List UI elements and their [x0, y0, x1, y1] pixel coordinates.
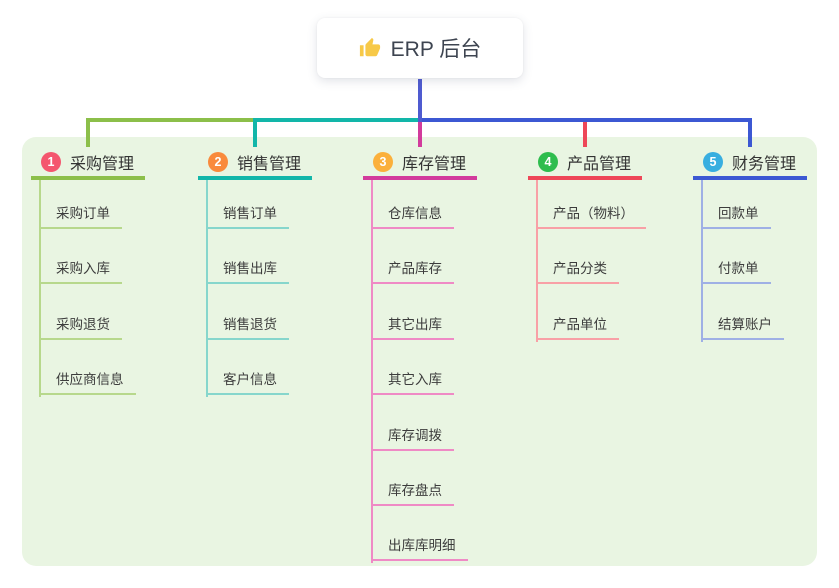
- branch-number-badge: 3: [373, 152, 393, 172]
- bus-line-mid: [255, 118, 418, 122]
- bus-line-left: [86, 118, 253, 122]
- root-connector-line: [418, 79, 422, 122]
- child-node[interactable]: 回款单: [701, 202, 771, 229]
- branch-number-badge: 1: [41, 152, 61, 172]
- child-node[interactable]: 库存调拨: [371, 424, 454, 451]
- child-node[interactable]: 采购退货: [39, 313, 122, 340]
- child-node[interactable]: 付款单: [701, 257, 771, 284]
- child-node[interactable]: 结算账户: [701, 313, 784, 340]
- child-node[interactable]: 客户信息: [206, 368, 289, 395]
- branch-drop-line: [418, 118, 422, 147]
- branch-drop-line: [253, 118, 257, 147]
- bus-line-right: [418, 118, 752, 122]
- branch-label: 库存管理: [402, 156, 467, 173]
- child-node[interactable]: 销售出库: [206, 257, 289, 284]
- child-node[interactable]: 产品单位: [536, 313, 619, 340]
- root-node[interactable]: ERP 后台: [317, 18, 523, 78]
- branch-node-2[interactable]: 2 销售管理: [198, 148, 312, 180]
- branch-spine-line: [701, 180, 703, 342]
- branch-spine-line: [536, 180, 538, 342]
- branch-node-4[interactable]: 4 产品管理: [528, 148, 642, 180]
- branch-node-3[interactable]: 3 库存管理: [363, 148, 477, 180]
- branch-label: 产品管理: [567, 156, 632, 173]
- child-node[interactable]: 销售订单: [206, 202, 289, 229]
- branch-label: 销售管理: [237, 156, 302, 173]
- branch-number-badge: 4: [538, 152, 558, 172]
- child-node[interactable]: 供应商信息: [39, 368, 136, 395]
- branch-drop-line: [748, 118, 752, 147]
- branch-spine-line: [39, 180, 41, 397]
- branch-label: 财务管理: [732, 156, 797, 173]
- background-panel: [22, 137, 817, 566]
- branch-number-badge: 5: [703, 152, 723, 172]
- branch-drop-line: [583, 118, 587, 147]
- child-node[interactable]: 采购入库: [39, 257, 122, 284]
- branch-spine-line: [206, 180, 208, 397]
- child-node[interactable]: 销售退货: [206, 313, 289, 340]
- thumbs-up-icon: [359, 37, 381, 59]
- branch-number-badge: 2: [208, 152, 228, 172]
- branch-spine-line: [371, 180, 373, 563]
- child-node[interactable]: 仓库信息: [371, 202, 454, 229]
- child-node[interactable]: 产品分类: [536, 257, 619, 284]
- child-node[interactable]: 采购订单: [39, 202, 122, 229]
- child-node[interactable]: 产品库存: [371, 257, 454, 284]
- child-node[interactable]: 出库库明细: [371, 534, 468, 561]
- branch-label: 采购管理: [70, 156, 135, 173]
- child-node[interactable]: 其它入库: [371, 368, 454, 395]
- branch-drop-line: [86, 118, 90, 147]
- branch-node-1[interactable]: 1 采购管理: [31, 148, 145, 180]
- child-node[interactable]: 其它出库: [371, 313, 454, 340]
- child-node[interactable]: 产品（物料）: [536, 202, 646, 229]
- child-node[interactable]: 库存盘点: [371, 479, 454, 506]
- branch-node-5[interactable]: 5 财务管理: [693, 148, 807, 180]
- root-label: ERP 后台: [390, 38, 482, 61]
